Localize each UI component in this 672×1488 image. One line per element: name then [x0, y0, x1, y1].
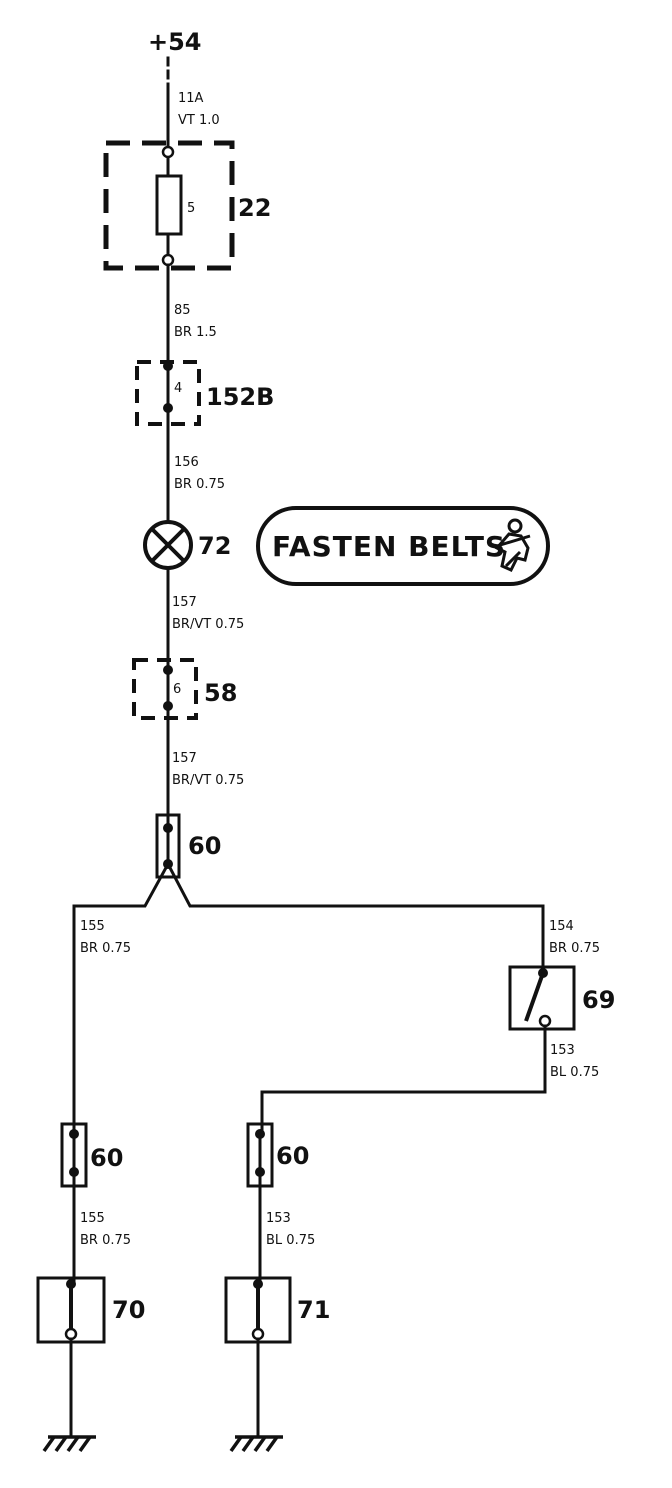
- wire-157-upper-number: 157: [172, 595, 197, 610]
- wire-11A-number: 11A: [178, 91, 204, 106]
- lamp-72: 72: [143, 520, 231, 570]
- fuse-box-outline: [103, 140, 235, 271]
- connector-58-pin: 6: [173, 682, 181, 697]
- wire-85-number: 85: [174, 303, 191, 318]
- wire-155-lower-spec: BR 0.75: [80, 1233, 131, 1248]
- switch-70-id: 70: [112, 1296, 145, 1324]
- wire-156-spec: BR 0.75: [174, 477, 225, 492]
- wire-85-spec: BR 1.5: [174, 325, 217, 340]
- switch-71: 71: [224, 1276, 330, 1344]
- connector-60-top: 60: [155, 813, 221, 879]
- switch-69-outline: [508, 965, 576, 1031]
- wire-155-left: [72, 861, 171, 1132]
- connector-152B-id: 152B: [206, 383, 274, 411]
- switch-69: 69: [508, 965, 615, 1031]
- wire-153-upper-spec: BL 0.75: [550, 1065, 599, 1080]
- wire-155-lower-number: 155: [80, 1211, 105, 1226]
- seatbelt-icon: [494, 518, 531, 572]
- wire-153-upper: [260, 1024, 547, 1132]
- lamp-id: 72: [198, 532, 231, 560]
- connector-152B: 4 152B: [135, 360, 274, 426]
- warning-outline: [256, 506, 550, 586]
- wire-155-upper-spec: BR 0.75: [80, 941, 131, 956]
- wire-156-number: 156: [174, 455, 199, 470]
- connector-152B-pin: 4: [174, 381, 182, 396]
- connector-60-left: 60: [60, 1122, 123, 1188]
- switch-71-id: 71: [297, 1296, 330, 1324]
- wire-157-lower-number: 157: [172, 751, 197, 766]
- fuse-box-id: 22: [238, 194, 271, 222]
- connector-60-top-outline: [155, 813, 181, 879]
- wire-154-number: 154: [549, 919, 574, 934]
- switch-69-contact: [524, 972, 545, 1022]
- fuse-box-22: 5 22: [103, 140, 271, 271]
- fuse-number: 5: [187, 201, 195, 216]
- wire-153-lower-spec: BL 0.75: [266, 1233, 315, 1248]
- fuse-top-terminal: [161, 145, 175, 159]
- connector-58-outline: [132, 658, 198, 720]
- wire-157-lower-spec: BR/VT 0.75: [172, 773, 244, 788]
- wire-154: [165, 861, 545, 974]
- switch-70: 70: [36, 1276, 145, 1344]
- warning-text: FASTEN BELTS: [272, 530, 506, 563]
- connector-60-left-id: 60: [90, 1144, 123, 1172]
- ground-icon: [229, 1435, 283, 1453]
- wire-155-upper-number: 155: [80, 919, 105, 934]
- wire-153-lower-number: 153: [266, 1211, 291, 1226]
- connector-60-top-id: 60: [188, 832, 221, 860]
- wire-153-upper-number: 153: [550, 1043, 575, 1058]
- connector-58-id: 58: [204, 679, 237, 707]
- ground-icon: [42, 1435, 96, 1453]
- fasten-belts-warning: FASTEN BELTS: [256, 506, 550, 586]
- wire-11A-spec: VT 1.0: [178, 113, 220, 128]
- wire-154-spec: BR 0.75: [549, 941, 600, 956]
- supply-label: +54: [148, 28, 202, 56]
- connector-58: 6 58: [132, 658, 237, 720]
- connector-60-right: 60: [246, 1122, 309, 1188]
- fuse-symbol: [155, 174, 183, 236]
- connector-60-right-id: 60: [276, 1142, 309, 1170]
- switch-69-id: 69: [582, 986, 615, 1014]
- wire-157-upper-spec: BR/VT 0.75: [172, 617, 244, 632]
